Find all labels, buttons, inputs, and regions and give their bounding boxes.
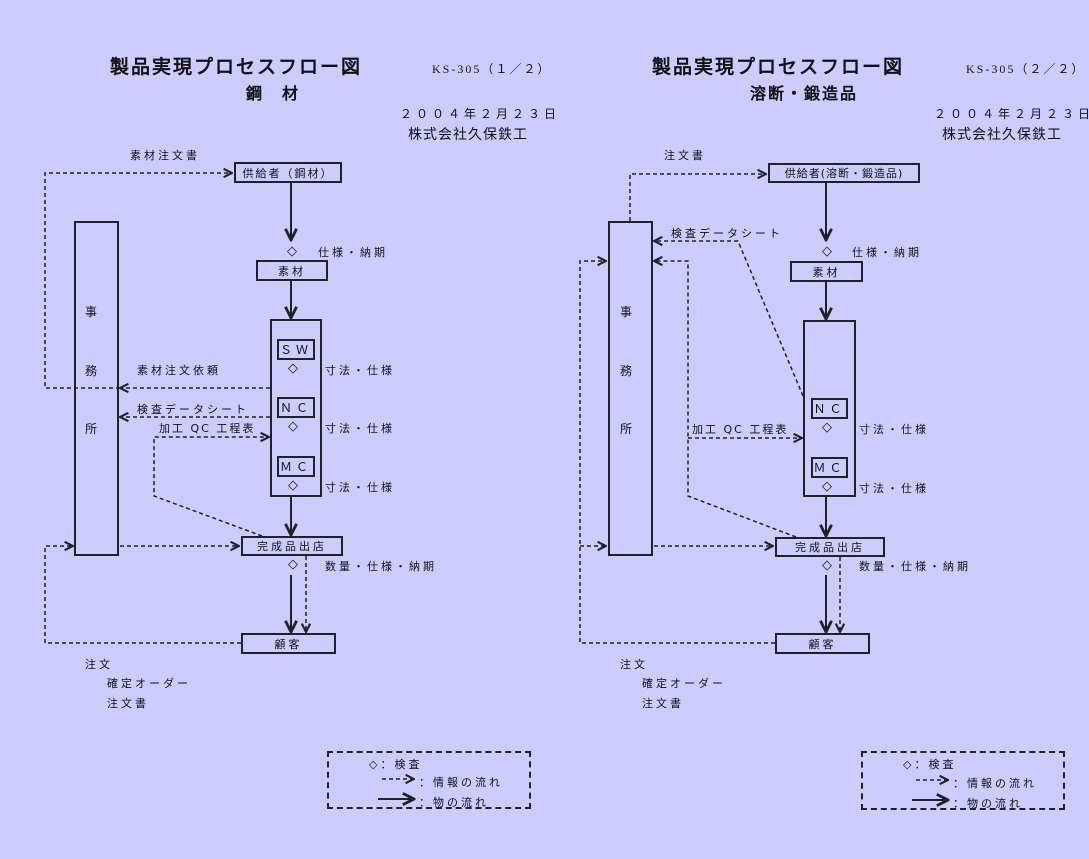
order-note: 注文 [620,658,648,671]
inspection-diamond-icon: ◇ [288,557,298,572]
inspection-diamond-icon: ◇ [822,479,832,494]
office-label-char: 所 [85,422,98,436]
info-flow-customer-to-office [579,261,775,644]
legend: ◇：検査 ：情報の流れ ：物の流れ [861,751,1065,810]
inspection-diamond-icon: ◇ [822,558,832,573]
info-flow-finished-to-office [654,261,797,538]
legend-goods-flow: ：物の流れ [953,797,1023,810]
inspection-diamond-icon: ◇ [287,244,297,259]
order-note: 確定オーダー [107,677,191,690]
qc-table-label: 加工 QC 工程表 [692,423,789,436]
order-note: 注文書 [107,697,149,710]
inspection-diamond-icon: ◇ [822,420,832,435]
legend-info-flow: ：情報の流れ [419,776,503,789]
dim-spec-label: 寸法・仕様 [325,364,395,377]
process-mc: ＭＣ [277,456,315,477]
process-box [803,320,856,497]
material-box: 素材 [256,260,328,281]
document-code: KS-305（２／２） [966,62,1086,76]
legend: ◇：検査 ：情報の流れ ：物の流れ [327,751,531,809]
office-label-char: 事 [620,305,633,319]
inspection-diamond-icon: ◇ [822,244,832,259]
office-label-char: 事 [85,305,98,319]
supplier-box: 供給者(溶断・鍛造品) [768,163,920,183]
legend-goods-flow: ：物の流れ [419,796,489,809]
material-order-request-label: 素材注文依頼 [137,364,221,377]
process-nc: ＮＣ [277,397,315,418]
order-note: 注文 [85,658,113,671]
office-label-char: 務 [85,364,98,378]
office-box [608,221,653,556]
dim-spec-label: 寸法・仕様 [859,423,929,436]
inspection-sheet-label: 検査データシート [671,227,783,240]
spec-delivery-label: 仕様・納期 [852,246,922,259]
qty-spec-delivery-label: 数量・仕様・納期 [325,560,437,573]
process-nc: ＮＣ [811,398,848,419]
diagram-title: 製品実現プロセスフロー図 [110,56,363,78]
material-box: 素材 [790,261,863,282]
customer-box: 顧客 [241,633,336,654]
inspection-diamond-icon: ◇ [288,419,298,434]
qc-table-label: 加工 QC 工程表 [159,422,256,435]
document-date: ２００４年２月２３日 [934,107,1089,121]
office-label-char: 所 [620,422,633,436]
company-name: 株式会社久保鉄工 [942,127,1062,143]
finished-goods-box: 完成品出店 [775,537,885,557]
info-flow-qc-table [153,437,269,537]
legend-inspection: ◇：検査 [903,758,957,771]
process-mc: ＭＣ [811,457,848,478]
order-note: 確定オーダー [642,677,726,690]
info-flow-office-to-supplier [629,174,766,221]
info-flow-customer-to-office [44,546,241,644]
dim-spec-label: 寸法・仕様 [325,422,395,435]
process-box [270,319,322,497]
inspection-sheet-label: 検査データシート [137,403,249,416]
info-flow-order-to-supplier [44,173,232,389]
order-note: 注文書 [642,697,684,710]
order-label: 注文書 [664,149,706,162]
office-label-char: 務 [620,364,633,378]
inspection-diamond-icon: ◇ [288,361,298,376]
finished-goods-box: 完成品出店 [241,536,343,556]
company-name: 株式会社久保鉄工 [408,127,528,143]
dim-spec-label: 寸法・仕様 [859,482,929,495]
document-date: ２００４年２月２３日 [400,107,561,121]
legend-info-flow: ：情報の流れ [953,777,1037,790]
customer-box: 顧客 [775,633,870,654]
dim-spec-label: 寸法・仕様 [325,481,395,494]
document-code: KS-305（１／２） [432,62,552,76]
diagram-subtitle: 鋼 材 [246,84,301,103]
legend-inspection: ◇：検査 [369,758,423,771]
supplier-box: 供給者（鋼材） [234,162,342,183]
diagram-subtitle: 溶断・鍛造品 [750,84,859,103]
office-box [74,221,119,556]
diagram-title: 製品実現プロセスフロー図 [652,56,905,78]
inspection-diamond-icon: ◇ [288,478,298,493]
info-flow-inspection-to-office [654,241,804,397]
qty-spec-delivery-label: 数量・仕様・納期 [859,560,971,573]
process-sw: ＳＷ [277,339,315,360]
spec-delivery-label: 仕様・納期 [318,246,388,259]
material-order-label: 素材注文書 [130,149,200,162]
